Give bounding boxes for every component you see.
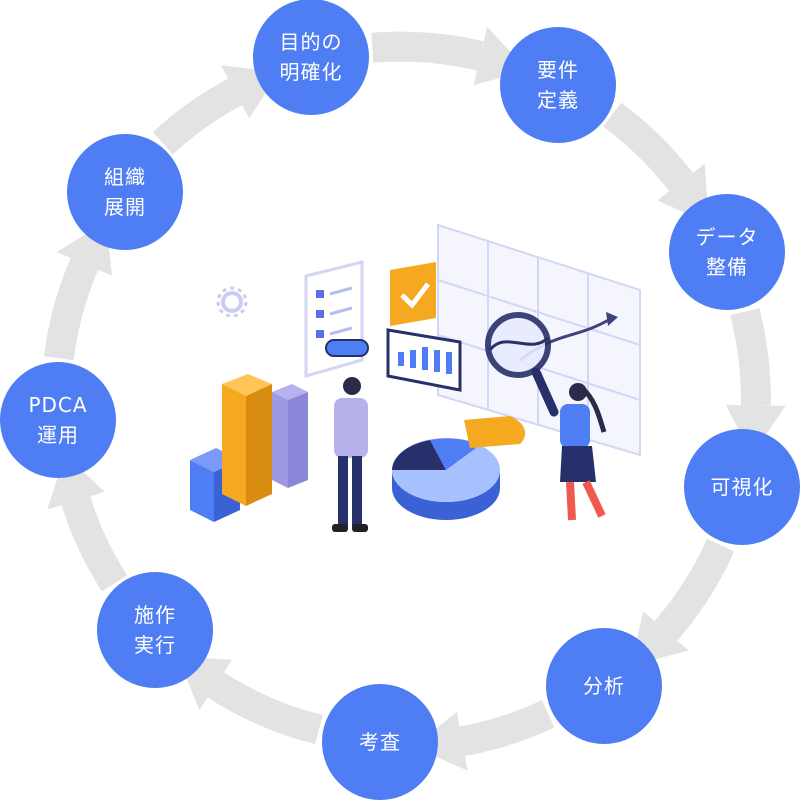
cycle-step-data-preparation: データ 整備 bbox=[669, 194, 785, 310]
cycle-arrow-shaft bbox=[459, 700, 555, 757]
cycle-arrow-shaft bbox=[603, 102, 693, 192]
central-illustration bbox=[190, 223, 641, 532]
bar-3d-orange bbox=[222, 374, 272, 506]
cycle-arrow-shaft bbox=[730, 308, 771, 406]
toggle-chip bbox=[325, 339, 369, 357]
cycle-arrow-shaft bbox=[654, 538, 735, 641]
woman-figure bbox=[560, 383, 607, 521]
cycle-step-requirements-definition: 要件 定義 bbox=[500, 27, 616, 143]
pie-chart-3d bbox=[392, 416, 526, 520]
list-card bbox=[304, 260, 364, 378]
cycle-arrow-shaft bbox=[152, 78, 243, 155]
cycle-arrow-shaft bbox=[207, 672, 323, 745]
cycle-step-purpose-clarification: 目的の 明確化 bbox=[253, 0, 369, 115]
cycle-step-review: 考査 bbox=[322, 684, 438, 800]
gear-icon bbox=[216, 286, 248, 318]
man-figure bbox=[332, 377, 368, 532]
magnifier-icon bbox=[485, 312, 559, 417]
arrow-ring bbox=[44, 26, 786, 771]
cycle-arrow-shaft bbox=[61, 496, 128, 592]
cycle-step-action-execution: 施作 実行 bbox=[97, 572, 213, 688]
cycle-arrow-shaft bbox=[371, 31, 484, 71]
cycle-step-visualization: 可視化 bbox=[684, 429, 800, 545]
bar-3d-purple bbox=[272, 384, 308, 488]
cycle-step-analysis: 分析 bbox=[546, 628, 662, 744]
cycle-step-pdca-operation: PDCA 運用 bbox=[0, 362, 116, 478]
cycle-step-org-rollout: 組織 展開 bbox=[67, 134, 183, 250]
checkmark-icon bbox=[390, 262, 436, 326]
bar-card bbox=[386, 328, 462, 392]
cycle-arrow-shaft bbox=[44, 258, 99, 361]
cycle-arrow-head bbox=[414, 711, 468, 771]
